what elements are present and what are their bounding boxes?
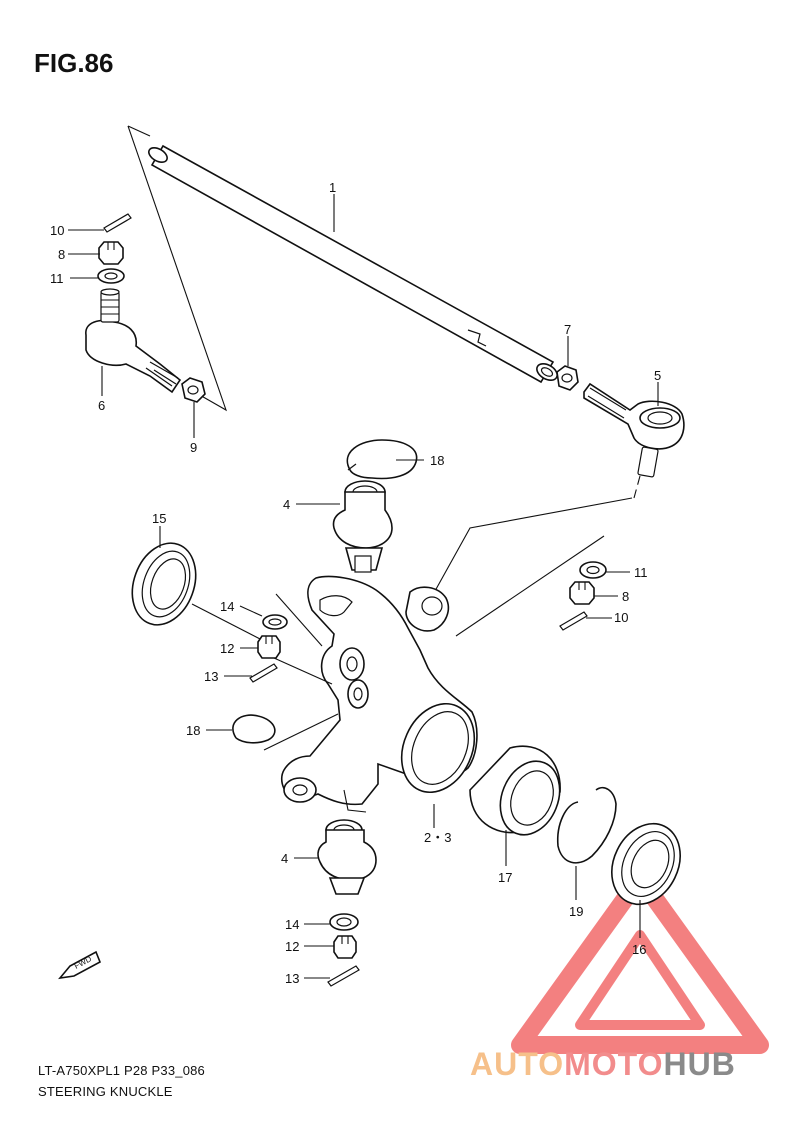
callout-13-lower: 13 (285, 971, 299, 986)
circlip-upper (346, 439, 418, 480)
callout-4-upper: 4 (283, 497, 290, 512)
callout-8: 8 (58, 247, 65, 262)
guide-line (263, 713, 339, 751)
leader-lines (68, 194, 659, 979)
cotter-pin-right (559, 611, 588, 631)
callout-11-right: 11 (634, 565, 648, 580)
castle-nut-upper-left (98, 241, 124, 265)
callout-15: 15 (152, 511, 166, 526)
guide-line (275, 593, 323, 647)
guide-line (191, 603, 263, 641)
watermark-part-auto: AUTO (470, 1046, 565, 1082)
circlip-bearing (556, 786, 617, 864)
callout-12-lower: 12 (285, 939, 299, 954)
tie-rod-end-left (85, 288, 182, 394)
callout-14-lower: 14 (285, 917, 299, 932)
footer-section-name: STEERING KNUCKLE (38, 1084, 173, 1099)
callout-17: 17 (498, 870, 512, 885)
watermark-part-moto: MOTO (564, 1046, 664, 1082)
watermark-logo (511, 869, 769, 1054)
callout-14-upper: 14 (220, 599, 234, 614)
guide-line (633, 475, 641, 499)
callouts: 1 10 8 11 6 9 7 5 18 4 15 11 8 10 14 12 … (50, 180, 661, 986)
washer-right (579, 561, 607, 579)
lock-nut-left (181, 377, 206, 403)
cotter-pin-upper (249, 663, 278, 683)
callout-6: 6 (98, 398, 105, 413)
callout-2-3: 2・3 (424, 830, 451, 845)
wheel-bearing (469, 745, 561, 836)
callout-10-right: 10 (614, 610, 628, 625)
callout-16: 16 (632, 942, 646, 957)
tie-rod-end-right (583, 382, 685, 478)
oil-seal-left (131, 542, 197, 626)
guide-line (429, 497, 633, 601)
lock-nut-right (556, 365, 579, 391)
tie-rod (148, 144, 558, 384)
cotter-pin-upper-left (103, 213, 132, 233)
circlip-lower (232, 714, 276, 744)
callout-13-upper: 13 (204, 669, 218, 684)
figure-title: FIG.86 (34, 48, 114, 78)
callout-12-upper: 12 (220, 641, 234, 656)
fwd-arrow-icon: FWD (58, 950, 102, 980)
callout-10: 10 (50, 223, 64, 238)
washer-lower (329, 913, 359, 931)
callout-18-upper: 18 (430, 453, 444, 468)
castle-nut-upper (257, 635, 281, 659)
guide-line (127, 125, 151, 137)
callout-11: 11 (50, 271, 64, 286)
callout-5: 5 (654, 368, 661, 383)
callout-19: 19 (569, 904, 583, 919)
callout-7: 7 (564, 322, 571, 337)
washer-upper (262, 614, 288, 630)
callout-8-right: 8 (622, 589, 629, 604)
ball-joint-upper (332, 480, 393, 573)
cotter-pin-lower (327, 965, 360, 987)
watermark-brand: AUTOMOTOHUB (470, 1046, 736, 1083)
watermark-part-hub: HUB (663, 1046, 736, 1082)
callout-9: 9 (190, 440, 197, 455)
oil-seal-right (611, 822, 681, 906)
callout-18-lower: 18 (186, 723, 200, 738)
footer-model-code: LT-A750XPL1 P28 P33_086 (38, 1063, 205, 1078)
washer-upper-left (97, 268, 125, 284)
guide-line (455, 535, 605, 637)
castle-nut-right (569, 581, 595, 605)
guide-line (273, 657, 333, 685)
callout-4-lower: 4 (281, 851, 288, 866)
guide-line (127, 125, 227, 412)
callout-1: 1 (329, 180, 336, 195)
steering-knuckle (280, 575, 478, 813)
ball-joint-lower (317, 819, 377, 895)
castle-nut-lower (333, 935, 357, 959)
